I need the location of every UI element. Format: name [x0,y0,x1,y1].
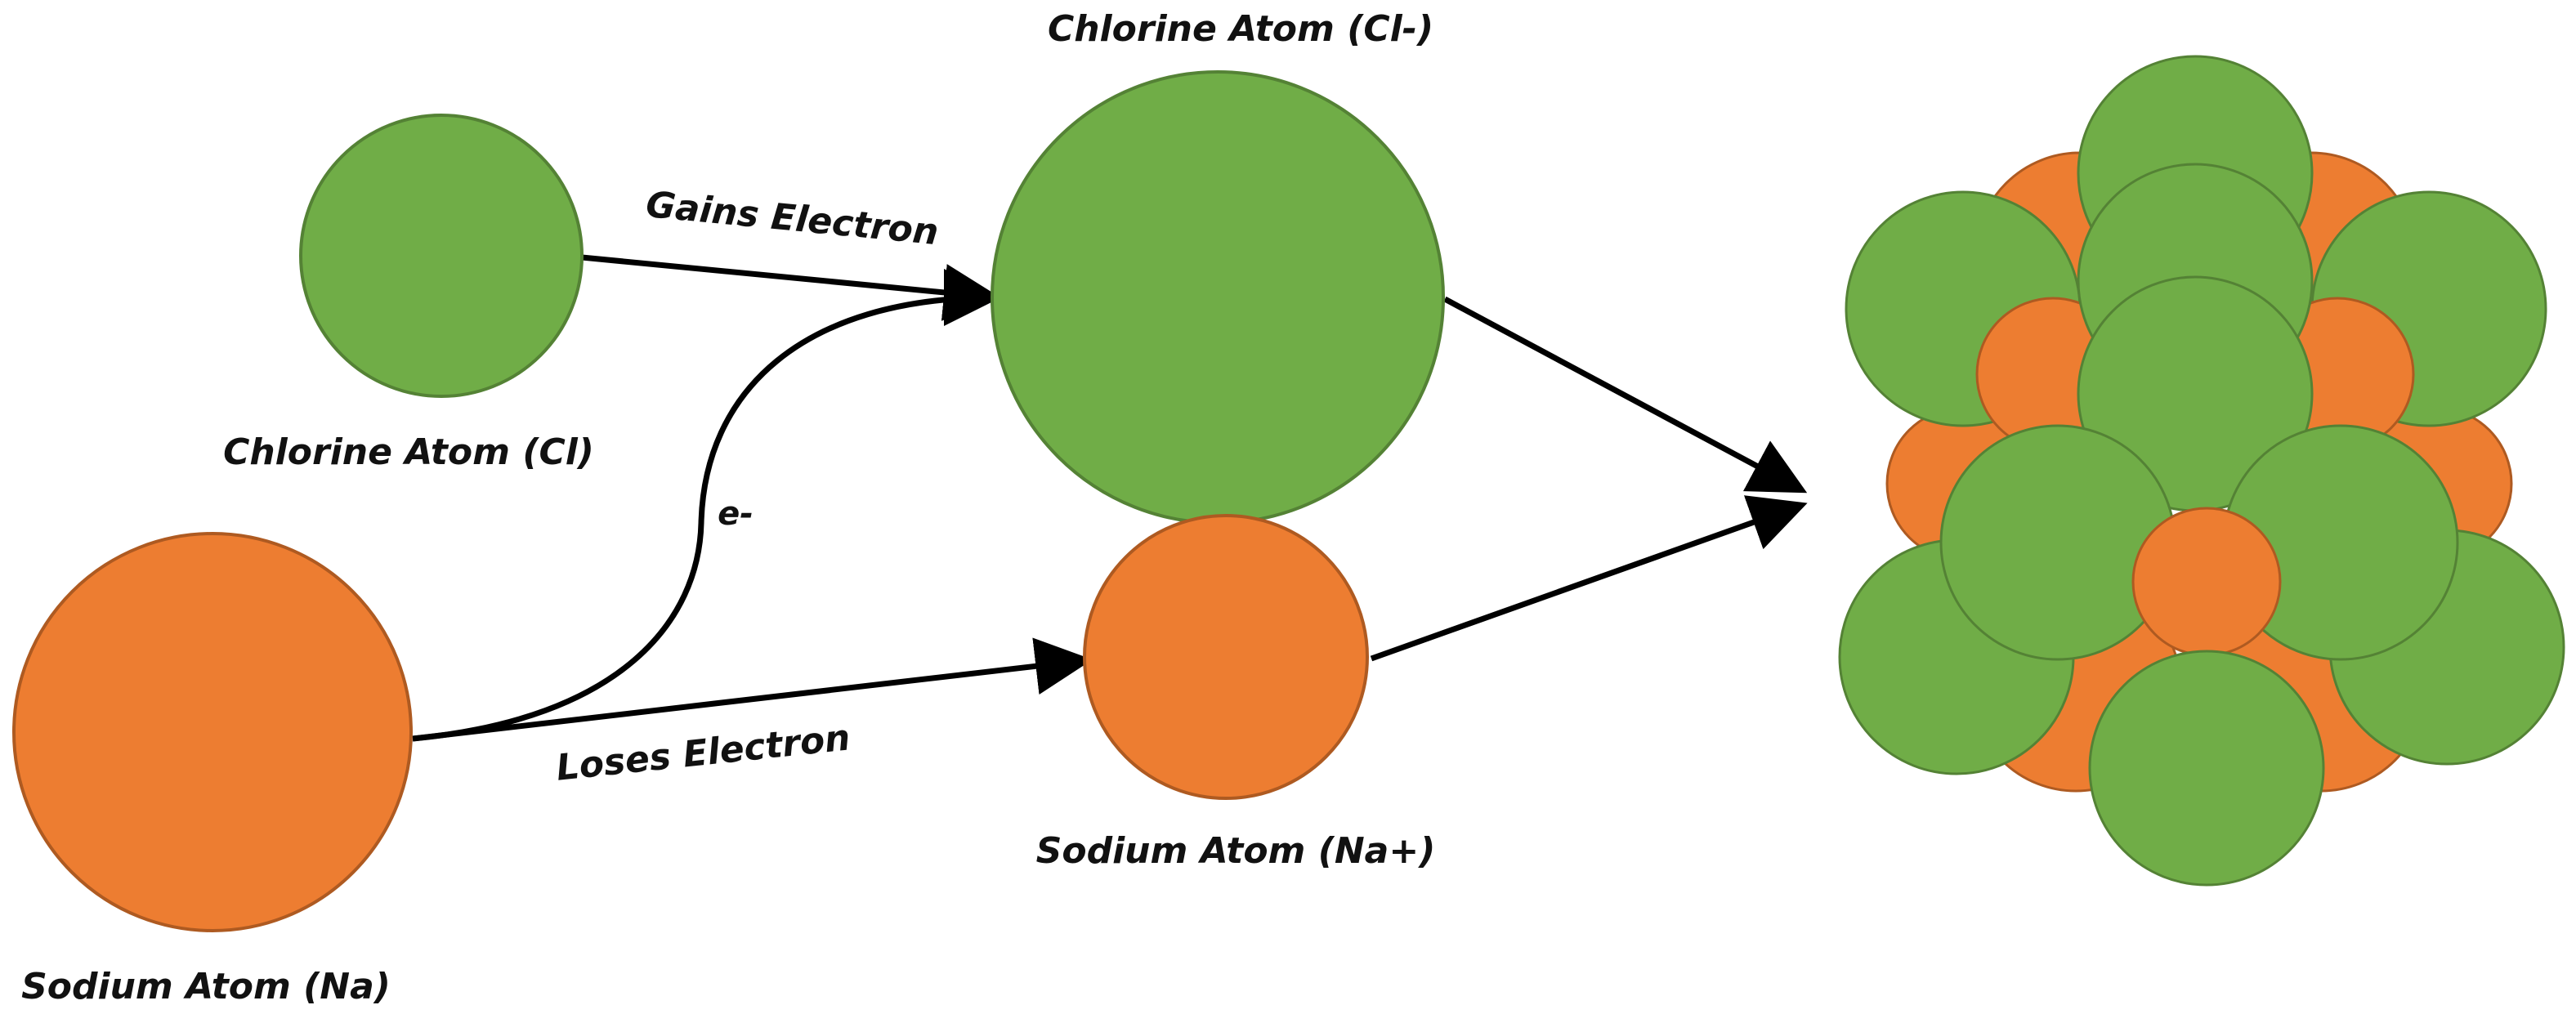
gains-electron-label: Gains Electron [644,184,940,253]
chlorine-atom-label: Chlorine Atom (Cl) [223,431,594,473]
lattice-chloride-ion [1939,424,2176,661]
sodium-ion-label: Sodium Atom (Na+) [1036,830,1436,872]
chlorine-ion [991,70,1445,525]
sodium-atom [12,532,413,932]
arrow-sodium-loses [412,637,1093,742]
sodium-atom-label: Sodium Atom (Na) [21,966,391,1007]
nacl-lattice [1838,55,2565,887]
electron-label: e- [718,495,754,533]
arrow-sodium-to-lattice [1370,495,1808,662]
lattice-sodium-ion [2131,507,2282,657]
arrows [412,254,1808,742]
loses-electron-label: Loses Electron [554,717,852,788]
chlorine-ion-label: Chlorine Atom (Cl-) [1048,8,1433,50]
arrow-electron-transfer [412,269,1001,742]
chlorine-atom [299,114,584,398]
lattice-chloride-ion [2088,650,2325,887]
sodium-ion [1083,514,1369,800]
arrow-chlorine-gains [581,254,1001,321]
arrow-chlorine-to-lattice [1443,296,1808,494]
